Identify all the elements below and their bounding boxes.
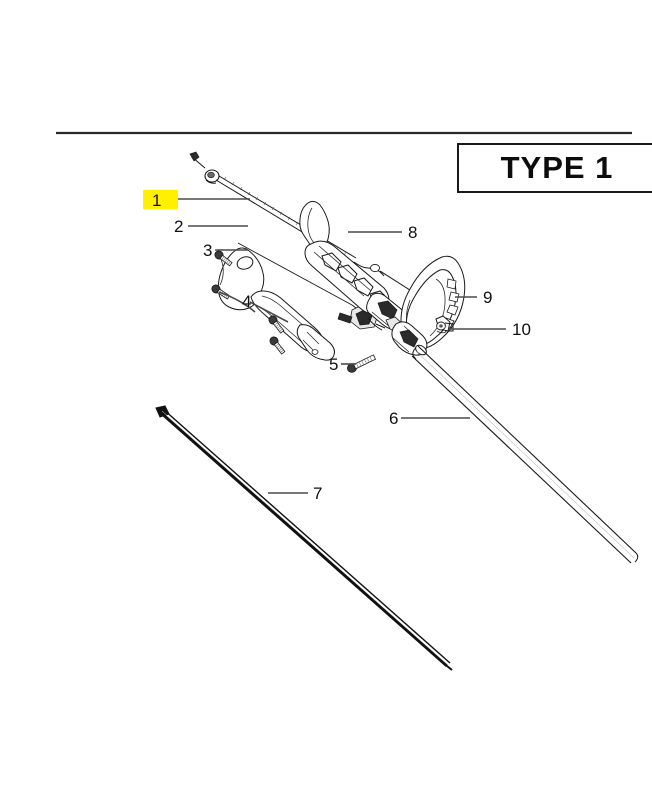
callout-number-5: 5: [329, 355, 338, 374]
callout-number-2: 2: [174, 217, 183, 236]
callout-numbers: 2 3 4 5 6 7 8 9 10: [174, 217, 531, 503]
callout-number-4: 4: [242, 292, 251, 311]
callout-1-highlight: [143, 190, 178, 209]
part-10-handle-clamp-nut: [435, 315, 454, 334]
callout-number-6: 6: [389, 409, 398, 428]
callout-number-3: 3: [203, 241, 212, 260]
callout-number-9: 9: [483, 288, 492, 307]
callout-number-10: 10: [512, 320, 531, 339]
part-5-clamp-screw: [347, 354, 377, 373]
callout-number-1: 1: [152, 191, 162, 210]
part-4-housing-screws: [211, 250, 286, 355]
callout-number-8: 8: [408, 223, 417, 242]
leader-line-4: [249, 301, 289, 323]
type-badge-label: TYPE 1: [500, 150, 614, 185]
part-9-loop-handle: [391, 255, 466, 356]
part-7-flexible-drive-shaft: [155, 405, 453, 671]
callout-number-7: 7: [313, 484, 322, 503]
type-badge: TYPE 1: [457, 143, 652, 193]
part-6-drive-shaft-tube: [411, 344, 639, 564]
callout-leaders: [166, 198, 506, 494]
